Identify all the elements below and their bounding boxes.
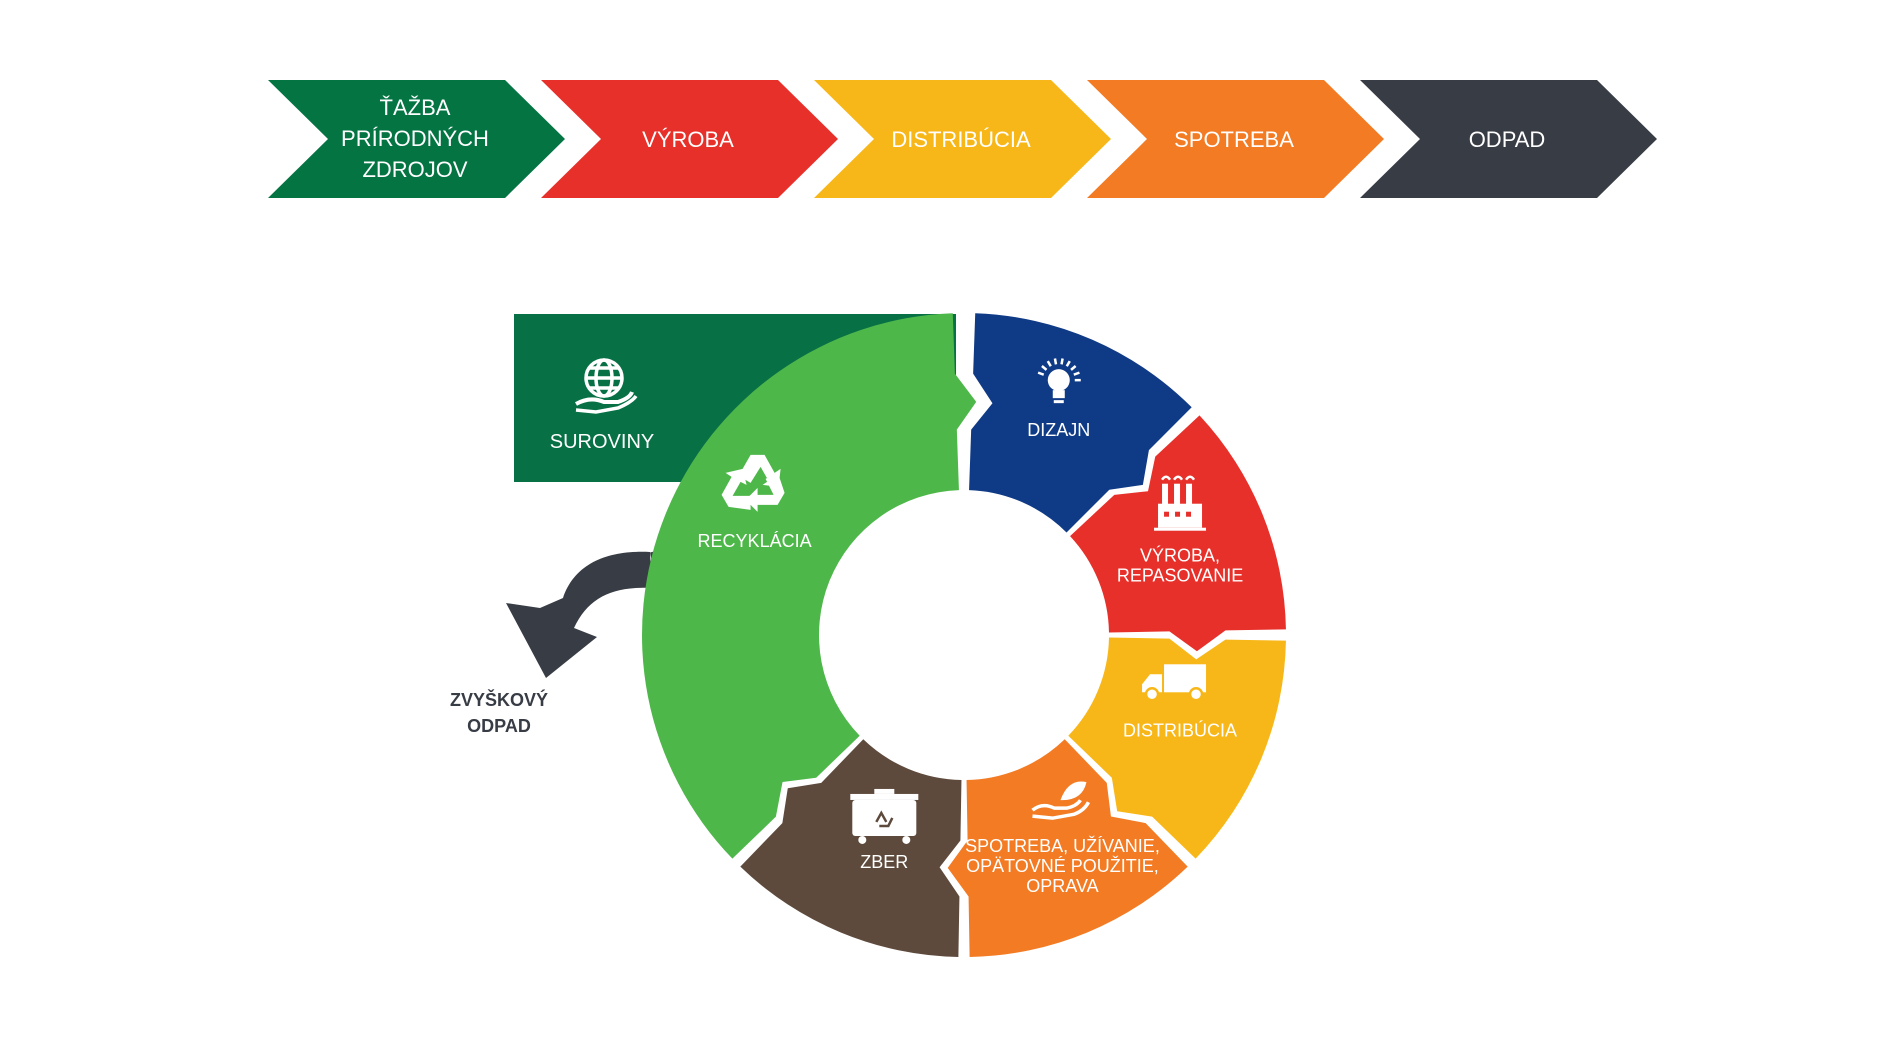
hand-leaf-icon xyxy=(1031,781,1091,820)
chain-arrow-distribution xyxy=(814,80,1111,198)
factory-icon xyxy=(1154,475,1207,531)
segment-production: VÝROBA,REPASOVANIE xyxy=(1070,415,1286,652)
segment-label-consumption-1: SPOTREBA, UŽÍVANIE, xyxy=(965,836,1160,856)
segment-label-production-2: REPASOVANIE xyxy=(1117,566,1243,586)
chain-label-production: VÝROBA xyxy=(642,127,734,152)
chain-arrow-production xyxy=(541,80,838,198)
circular-ring: DIZAJN VÝROBA,REPASOVANIE DISTRIBÚCIA SP… xyxy=(642,313,1286,957)
segment-distribution: DISTRIBÚCIA xyxy=(1068,637,1286,859)
residual-waste-arrow xyxy=(506,551,659,678)
segment-label-production-1: VÝROBA, xyxy=(1140,546,1220,566)
chain-step-extraction: ŤAŽBA PRÍRODNÝCH ZDROJOV xyxy=(268,80,565,198)
chain-step-distribution: DISTRIBÚCIA xyxy=(814,80,1111,198)
waste-arrow-shape xyxy=(506,551,652,678)
segment-label-collection-1: ZBER xyxy=(860,852,908,872)
chain-label-extraction-1: ŤAŽBA xyxy=(380,95,451,120)
chain-label-extraction-2: PRÍRODNÝCH xyxy=(341,126,489,151)
recycle-icon xyxy=(721,454,785,512)
segment-label-consumption-3: OPRAVA xyxy=(1026,876,1098,896)
raw-materials-label: SUROVINY xyxy=(550,431,654,453)
segment-shape-recycling xyxy=(642,313,977,859)
chain-label-consumption: SPOTREBA xyxy=(1174,127,1294,152)
segment-shape-design xyxy=(969,313,1192,533)
segment-label-distribution-1: DISTRIBÚCIA xyxy=(1123,719,1237,740)
segment-shape-distribution xyxy=(1068,637,1286,859)
segment-consumption: SPOTREBA, UŽÍVANIE,OPÄTOVNÉ POUŽITIE,OPR… xyxy=(947,739,1188,957)
segment-label-consumption-2: OPÄTOVNÉ POUŽITIE, xyxy=(966,856,1159,876)
chain-label-extraction-3: ZDROJOV xyxy=(362,157,467,182)
chain-arrow-consumption xyxy=(1087,80,1384,198)
chain-step-consumption: SPOTREBA xyxy=(1087,80,1384,198)
segment-shape-collection xyxy=(740,739,962,957)
chain-arrow-extraction xyxy=(268,80,565,198)
chain-arrow-waste xyxy=(1360,80,1657,198)
linear-chain: ŤAŽBA PRÍRODNÝCH ZDROJOV VÝROBA DISTRIBÚ… xyxy=(268,80,1657,198)
segment-label-design-1: DIZAJN xyxy=(1027,420,1090,440)
chain-step-production: VÝROBA xyxy=(541,80,838,198)
segment-recycling: RECYKLÁCIA xyxy=(642,313,977,859)
chain-label-waste: ODPAD xyxy=(1469,127,1546,152)
globe-hand-icon xyxy=(575,358,638,414)
chain-step-waste: ODPAD xyxy=(1360,80,1657,198)
residual-waste-label-2: ODPAD xyxy=(467,716,531,736)
chain-label-distribution: DISTRIBÚCIA xyxy=(891,127,1031,152)
segment-shape-consumption xyxy=(947,739,1188,957)
residual-waste-label-1: ZVYŠKOVÝ xyxy=(450,689,548,710)
truck-icon xyxy=(1142,664,1207,702)
segment-collection: ZBER xyxy=(740,739,962,957)
segment-label-recycling-1: RECYKLÁCIA xyxy=(698,531,812,551)
waste-container-icon xyxy=(850,788,919,844)
segment-shape-production xyxy=(1070,415,1286,652)
segment-design: DIZAJN xyxy=(969,313,1192,533)
lightbulb-icon xyxy=(1037,358,1081,404)
